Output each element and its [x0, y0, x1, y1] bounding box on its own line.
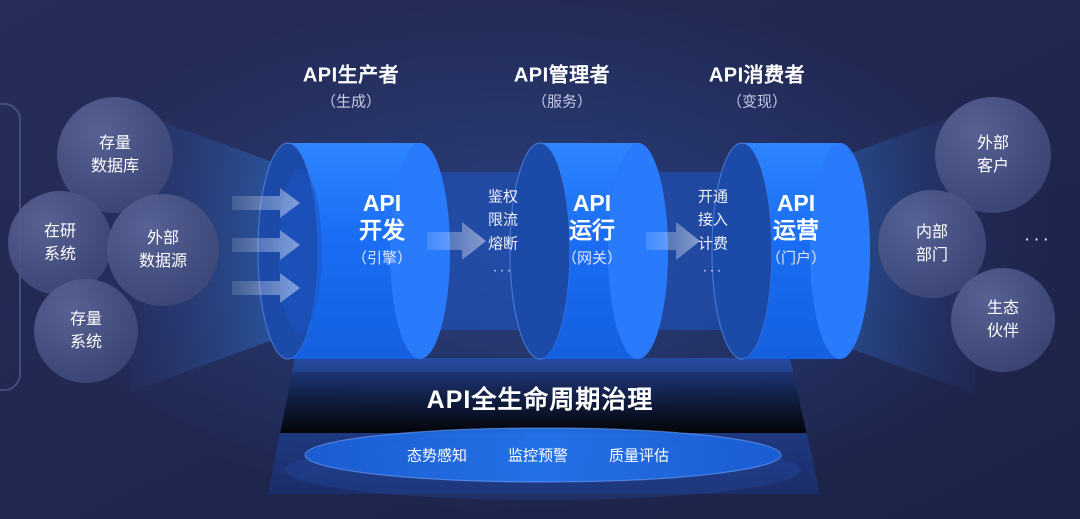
governance-item-monitoring-alert: 监控预警: [507, 447, 569, 465]
capability-group-portal: 开通 接入 计费 ···: [698, 186, 728, 279]
capability-gateway-ellipsis: ···: [492, 261, 514, 279]
governance-item-quality-assessment: 质量评估: [608, 447, 670, 465]
connector-arrow-1: [427, 222, 486, 260]
source-inhouse-system-line1: 在研: [43, 222, 77, 240]
source-inhouse-system-line2: 系统: [43, 246, 77, 263]
source-bubble-inhouse-system: 在研 系统: [44, 220, 76, 266]
cylinder-runtime-cn: 运行: [568, 217, 615, 243]
stage-subtitle-consumer: （变现）: [726, 93, 788, 111]
capability-billing: 计费: [697, 235, 729, 253]
consumer-internal-department-line2: 部门: [915, 247, 949, 264]
consumer-external-customer-line2: 客户: [976, 158, 1010, 175]
cylinder-label-develop: API 开发 （引擎）: [352, 190, 412, 268]
capability-activate: 开通: [697, 188, 729, 206]
source-bubble-external-datasource: 外部 数据源: [139, 227, 187, 273]
capability-access: 接入: [697, 211, 729, 229]
cylinder-operation-sub: （门户）: [765, 249, 827, 267]
cylinder-develop-sub: （引擎）: [351, 249, 413, 267]
consumer-ellipsis: ···: [1024, 229, 1052, 250]
stage-subtitle-manager: （服务）: [531, 93, 593, 111]
source-bubble-legacy-system: 存量 系统: [70, 308, 102, 354]
consumer-ecosystem-partner-line2: 伙伴: [986, 323, 1020, 340]
governance-item-situation-awareness: 态势感知: [406, 447, 468, 465]
source-external-datasource-line1: 外部: [146, 229, 180, 247]
consumer-bubble-ecosystem-partner: 生态 伙伴: [987, 297, 1019, 343]
source-legacy-system-line1: 存量: [69, 310, 103, 328]
cylinder-runtime-en: API: [572, 190, 612, 217]
connector-arrow-2: [646, 222, 700, 260]
capability-auth: 鉴权: [487, 188, 519, 206]
consumer-external-customer-line1: 外部: [976, 134, 1010, 152]
capability-ratelimit: 限流: [487, 211, 519, 229]
cylinder-operation-en: API: [776, 190, 816, 217]
consumer-ecosystem-partner-line1: 生态: [986, 299, 1020, 317]
stage-title-consumer: API消费者: [708, 64, 806, 87]
capability-group-gateway: 鉴权 限流 熔断 ···: [488, 186, 518, 279]
source-legacy-database-line1: 存量: [98, 134, 132, 152]
cylinder-develop-en: API: [362, 190, 402, 217]
inbound-arrows: [232, 188, 300, 303]
source-external-datasource-line2: 数据源: [138, 253, 188, 270]
source-legacy-system-line2: 系统: [69, 334, 103, 351]
capability-circuitbreak: 熔断: [487, 235, 519, 253]
consumer-bubble-internal-department: 内部 部门: [916, 221, 948, 267]
governance-title: API全生命周期治理: [426, 386, 654, 414]
cylinder-label-runtime: API 运行 （网关）: [562, 190, 622, 268]
stage-title-producer: API生产者: [302, 64, 400, 87]
cylinder-runtime-sub: （网关）: [561, 249, 623, 267]
source-bubble-legacy-database: 存量 数据库: [91, 132, 139, 178]
source-legacy-database-line2: 数据库: [90, 158, 140, 175]
cylinder-label-operation: API 运营 （门户）: [766, 190, 826, 268]
capability-portal-ellipsis: ···: [702, 261, 724, 279]
cylinder-operation-cn: 运营: [772, 217, 819, 243]
stage-subtitle-producer: （生成）: [320, 93, 382, 111]
consumer-internal-department-line1: 内部: [915, 223, 949, 241]
stage-title-manager: API管理者: [513, 64, 611, 87]
cylinder-develop-cn: 开发: [358, 217, 405, 243]
consumer-bubble-external-customer: 外部 客户: [977, 132, 1009, 178]
